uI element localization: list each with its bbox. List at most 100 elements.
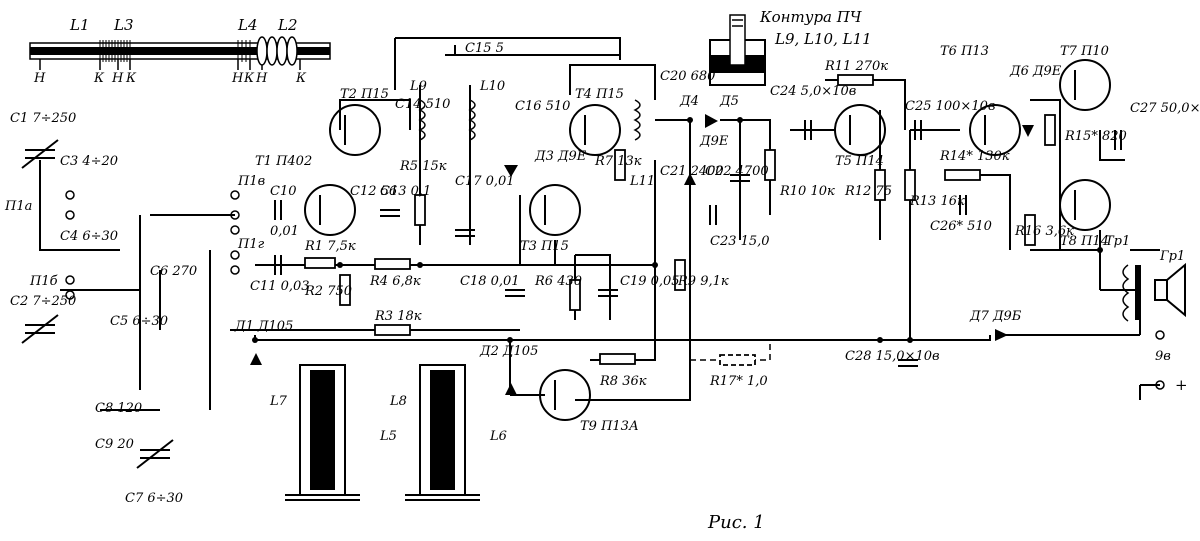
label-l7: L7 [269, 394, 288, 409]
label-c4: C4 6÷30 [60, 229, 118, 244]
ferrite-antenna: L1 L3 L4 L2 Н К Н К Н К Н К [29, 16, 331, 86]
label-c24: C24 5,0×10в [770, 84, 856, 99]
label-c25: C25 100×10в [905, 99, 995, 114]
resistor-r5-symbol [414, 194, 426, 226]
transistor-t3-symbol [529, 184, 581, 236]
label-p1g: П1г [237, 237, 265, 252]
wiring [39, 37, 1160, 411]
resistor-r16-symbol [1024, 214, 1036, 246]
label-l5: L5 [379, 429, 397, 444]
label-d3: Д3 Д9Е [534, 149, 587, 164]
label-t8: T8 П14 [1060, 234, 1109, 249]
label-c23: C23 15,0 [710, 234, 770, 249]
resistor-r17-symbol [719, 354, 756, 366]
tuning-capacitor-c1-icon [21, 139, 59, 169]
label-c12: C12 56 [350, 184, 397, 199]
label-c11: C11 0,03 [250, 279, 310, 294]
label-c6: C6 270 [150, 264, 197, 279]
if-coils-header: Контура ПЧ [759, 8, 862, 26]
label-c5: C5 6÷30 [110, 314, 168, 329]
label-t2: T2 П15 [340, 87, 389, 102]
label-r9: R9 9,1к [677, 274, 729, 289]
label-p1v: П1в [237, 174, 265, 189]
label-r10: R10 10к [779, 184, 835, 199]
speaker-icon [1154, 262, 1186, 318]
label-c17: C17 0,01 [455, 174, 515, 189]
label-c3: C3 4÷20 [60, 154, 118, 169]
label-t9: T9 П13А [580, 419, 639, 434]
antenna-mark: К [243, 71, 255, 86]
transistor-t2-symbol [329, 104, 381, 156]
antenna-mark: Н [255, 71, 268, 86]
figure-caption: Рис. 1 [707, 512, 765, 533]
label-c10-value: 0,01 [270, 224, 299, 239]
supply-plus-label: + [1175, 376, 1188, 394]
label-t3: T3 П15 [520, 239, 569, 254]
supply-voltage-label: 9в [1155, 349, 1171, 364]
resistor-r12-symbol [874, 169, 886, 201]
label-c19: C19 0,05 [620, 274, 680, 289]
label-c18: C18 0,01 [460, 274, 520, 289]
label-t7: T7 П10 [1060, 44, 1109, 59]
label-c15: C15 5 [465, 41, 504, 56]
label-l6: L6 [489, 429, 507, 444]
label-c28: C28 15,0×10в [845, 349, 940, 364]
antenna-label-l1: L1 [69, 16, 90, 34]
label-r1: R1 7,5к [304, 239, 356, 254]
resistor-r13-symbol [904, 169, 916, 201]
transistor-t5-symbol [834, 104, 886, 156]
antenna-mark: К [93, 71, 105, 86]
label-r17: R17* 1,0 [709, 374, 768, 389]
label-d2: Д2 Д105 [479, 344, 538, 359]
resistor-r7-symbol [614, 149, 626, 181]
resistor-r11-symbol [837, 74, 874, 86]
label-d4: Д4 [679, 94, 699, 109]
transistor-t1-symbol [304, 184, 356, 236]
coil-former-l6-icon [405, 364, 480, 501]
label-r2: R2 750 [304, 284, 352, 299]
antenna-mark: К [125, 71, 137, 86]
diode-d6-symbol [1022, 125, 1034, 137]
resistor-r3-symbol [374, 324, 411, 336]
transistor-t6-symbol [969, 104, 1021, 156]
resistor-r10-symbol [764, 149, 776, 181]
coil-former-l5-icon [285, 364, 360, 501]
label-c14: C14 510 [395, 97, 450, 112]
label-c9: C9 20 [95, 437, 134, 452]
label-r14: R14* 130к [939, 149, 1010, 164]
label-c7: C7 6÷30 [125, 491, 183, 506]
resistor-r15-symbol [1044, 114, 1056, 146]
label-r13: R13 16к [909, 194, 965, 209]
label-l8: L8 [389, 394, 407, 409]
resistor-r2-symbol [339, 274, 351, 306]
tuning-capacitor-c2-icon [21, 314, 59, 344]
antenna-label-l4: L4 [237, 16, 258, 34]
transistor-t8-symbol [1059, 179, 1111, 231]
if-coils-list: L9, L10, L11 [774, 30, 872, 48]
label-l11: L11 [629, 174, 655, 189]
label-d7: Д7 Д9Б [969, 309, 1022, 324]
label-gr1: Гр1 [1159, 249, 1185, 264]
label-p1a: П1а [4, 199, 32, 214]
label-t1: T1 П402 [255, 154, 312, 169]
label-t6: T6 П13 [940, 44, 989, 59]
label-r11: R11 270к [824, 59, 888, 74]
resistor-r8-symbol [599, 353, 636, 365]
label-c22: C22 4700 [705, 164, 769, 179]
resistor-r6-symbol [569, 279, 581, 311]
antenna-mark: К [295, 71, 307, 86]
antenna-mark: Н [231, 71, 244, 86]
resistor-r14-symbol [944, 169, 981, 181]
label-d5: Д5 [719, 94, 739, 109]
label-r15: R15* 820 [1064, 129, 1127, 144]
label-p1b: П1б [29, 274, 58, 289]
label-c27: C27 50,0×10в [1130, 101, 1200, 116]
diode-d5-symbol [705, 114, 718, 128]
label-c10: C10 [270, 184, 297, 199]
label-d1: Д1 Д105 [234, 319, 293, 334]
label-l9: L9 [409, 79, 427, 94]
switch-contacts [65, 190, 1165, 390]
label-c16: C16 510 [515, 99, 570, 114]
label-c20: C20 680 [660, 69, 715, 84]
transistor-t7-symbol [1059, 59, 1111, 111]
